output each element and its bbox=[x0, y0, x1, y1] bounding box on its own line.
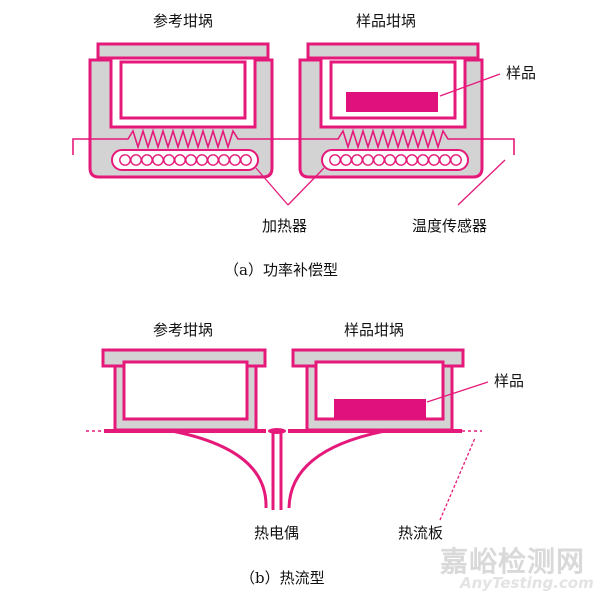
heater-coil-loop bbox=[141, 154, 153, 166]
watermark-logo-cn: 嘉峪检测网 bbox=[440, 545, 586, 578]
thermocouple-wire-right bbox=[287, 429, 386, 509]
temperature-sensor-label: 温度传感器 bbox=[412, 217, 488, 235]
reference-crucible-inner-b bbox=[122, 360, 249, 421]
thermocouple-junction bbox=[268, 428, 286, 434]
heater-coil-loop bbox=[240, 154, 252, 166]
heater-coil-loop bbox=[340, 154, 352, 166]
heater-coil-loop bbox=[130, 154, 142, 166]
heater-coil-loop bbox=[218, 154, 230, 166]
reference-crucible-lid bbox=[96, 42, 270, 60]
sample-crucible-lid bbox=[306, 42, 480, 60]
sample-furnace-a bbox=[298, 42, 484, 179]
reference-heater-coils bbox=[111, 149, 259, 171]
heater-coil-loop bbox=[207, 154, 219, 166]
heater-leader-left bbox=[255, 167, 289, 206]
sample-block-a bbox=[346, 92, 438, 112]
heater-coil-loop bbox=[152, 154, 164, 166]
heat-flux-plate bbox=[86, 428, 482, 434]
sample-crucible-title-a: 样品坩埚 bbox=[356, 12, 417, 30]
heater-coil-loop bbox=[185, 154, 197, 166]
heater-coil-loop bbox=[406, 154, 418, 166]
heater-coil-loop bbox=[417, 154, 429, 166]
heater-coil-loop bbox=[196, 154, 208, 166]
heater-coil-loop bbox=[119, 154, 131, 166]
reference-heating-coil bbox=[88, 128, 274, 150]
watermark-logo-en: AnyTesting.com bbox=[460, 574, 594, 592]
heater-coil-loop bbox=[362, 154, 374, 166]
heater-coil-loop bbox=[229, 154, 241, 166]
caption-b: （b）热流型 bbox=[240, 569, 325, 587]
diagram-b bbox=[86, 348, 489, 521]
temperature-sensor-line bbox=[72, 138, 515, 155]
heat-flux-plate-leader bbox=[439, 437, 476, 521]
sample-block-b bbox=[334, 399, 426, 419]
sample-leader-a bbox=[439, 73, 501, 97]
heater-coil-loop bbox=[174, 154, 186, 166]
heater-coil-loop bbox=[373, 154, 385, 166]
reference-crucible-b bbox=[101, 348, 267, 432]
sample-label-b: 样品 bbox=[494, 372, 525, 390]
heater-coil-loop bbox=[163, 154, 175, 166]
sample-crucible-title-b: 样品坩埚 bbox=[344, 321, 405, 339]
sample-leader-b bbox=[426, 381, 489, 403]
diagram-a bbox=[72, 42, 515, 206]
reference-furnace-a bbox=[88, 42, 274, 179]
reference-crucible-title-b: 参考坩埚 bbox=[153, 321, 214, 339]
reference-crucible-title-a: 参考坩埚 bbox=[153, 12, 214, 30]
caption-a: （a）功率补偿型 bbox=[224, 261, 338, 279]
temp-sensor-leader bbox=[457, 159, 506, 206]
sample-label-a: 样品 bbox=[506, 64, 537, 82]
reference-crucible-inner bbox=[119, 60, 247, 120]
sample-heating-coil bbox=[298, 128, 484, 150]
heater-leader-right bbox=[287, 167, 325, 206]
sample-crucible-b bbox=[291, 348, 465, 432]
sample-heater-coils bbox=[321, 149, 469, 171]
thermocouple-label: 热电偶 bbox=[254, 524, 300, 542]
heater-coil-loop bbox=[384, 154, 396, 166]
heater-coil-loop bbox=[329, 154, 341, 166]
heat-flux-plate-label: 热流板 bbox=[398, 524, 444, 542]
heater-coil-loop bbox=[428, 154, 440, 166]
heater-label: 加热器 bbox=[262, 217, 308, 235]
heater-coil-loop bbox=[395, 154, 407, 166]
heater-coil-loop bbox=[439, 154, 451, 166]
heater-coil-loop bbox=[351, 154, 363, 166]
heater-coil-loop bbox=[450, 154, 462, 166]
thermocouple-wire-left bbox=[171, 429, 268, 509]
